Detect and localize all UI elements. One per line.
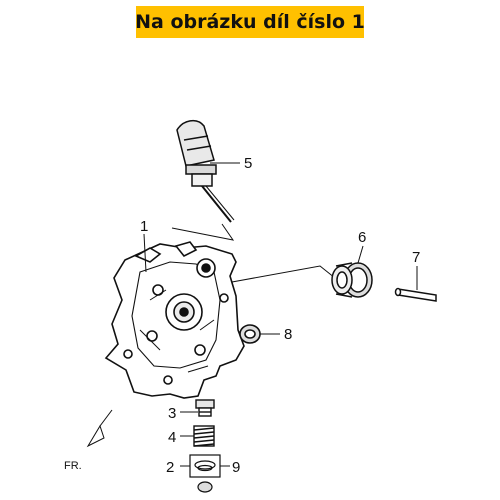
title-text: Na obrázku díl číslo 1 bbox=[135, 11, 365, 33]
callout-8: 8 bbox=[284, 326, 292, 343]
callout-6: 6 bbox=[358, 229, 366, 246]
callout-1: 1 bbox=[140, 218, 148, 235]
part-1-crankcase bbox=[104, 241, 245, 399]
part-4-spring bbox=[193, 425, 215, 447]
leader-lines bbox=[143, 162, 418, 467]
direction-label: FR. bbox=[64, 460, 82, 472]
part-5-dipstick bbox=[176, 119, 235, 223]
title-banner: Na obrázku díl číslo 1 bbox=[135, 6, 365, 38]
part-3-plug bbox=[195, 399, 215, 417]
callout-5: 5 bbox=[244, 155, 252, 172]
callout-7: 7 bbox=[412, 249, 420, 266]
front-direction-arrow-icon bbox=[86, 409, 113, 448]
part-7-pin bbox=[394, 287, 437, 302]
part-2-9-strainer-box bbox=[189, 454, 221, 493]
callout-4: 4 bbox=[168, 429, 176, 446]
part-8-oil-seal bbox=[239, 324, 261, 344]
part-6-gear bbox=[331, 262, 373, 298]
callout-9: 9 bbox=[232, 459, 240, 476]
callout-2: 2 bbox=[166, 459, 174, 476]
callout-3: 3 bbox=[168, 405, 176, 422]
